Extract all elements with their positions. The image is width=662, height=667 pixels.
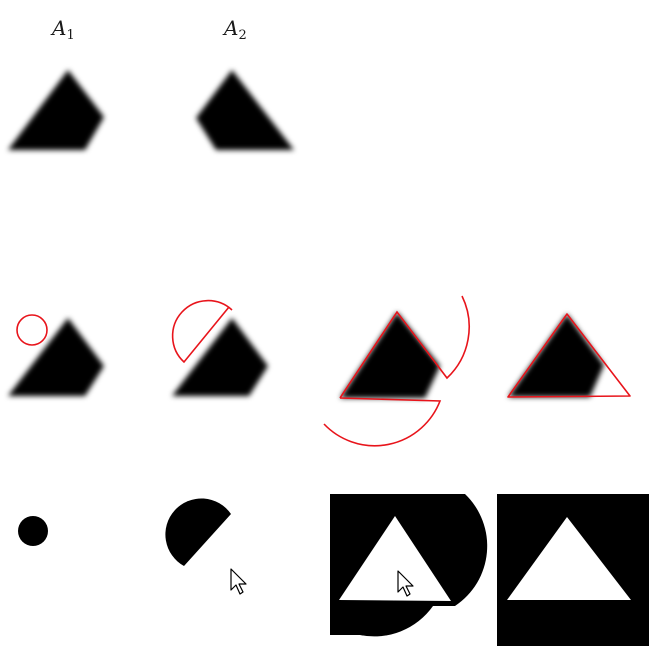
contour-r2-2 (171, 299, 233, 364)
region-r3-4 (507, 517, 631, 600)
label-a2-base: A (224, 16, 239, 40)
shape-r2-1 (8, 318, 104, 396)
label-a1-base: A (52, 16, 67, 40)
cursor-icon-r3-2 (230, 568, 247, 595)
region-r3-3 (339, 516, 451, 601)
mask-r3-2 (165, 498, 231, 566)
contour-r2-4 (507, 313, 631, 398)
label-a2: A2 (224, 18, 247, 42)
shape-a1 (8, 70, 104, 150)
shape-r2-4 (508, 314, 604, 397)
shape-a2 (196, 70, 294, 150)
mask-r3-1 (18, 516, 48, 546)
label-a2-sub: 2 (238, 28, 247, 43)
contour-r2-1 (16, 314, 48, 346)
shape-r2-2 (172, 318, 268, 396)
label-a1: A1 (52, 18, 75, 42)
shape-r2-3 (340, 312, 440, 398)
label-a1-sub: 1 (66, 28, 75, 43)
contour-r2-3 (323, 295, 470, 447)
cursor-icon-r3-3 (397, 570, 414, 597)
